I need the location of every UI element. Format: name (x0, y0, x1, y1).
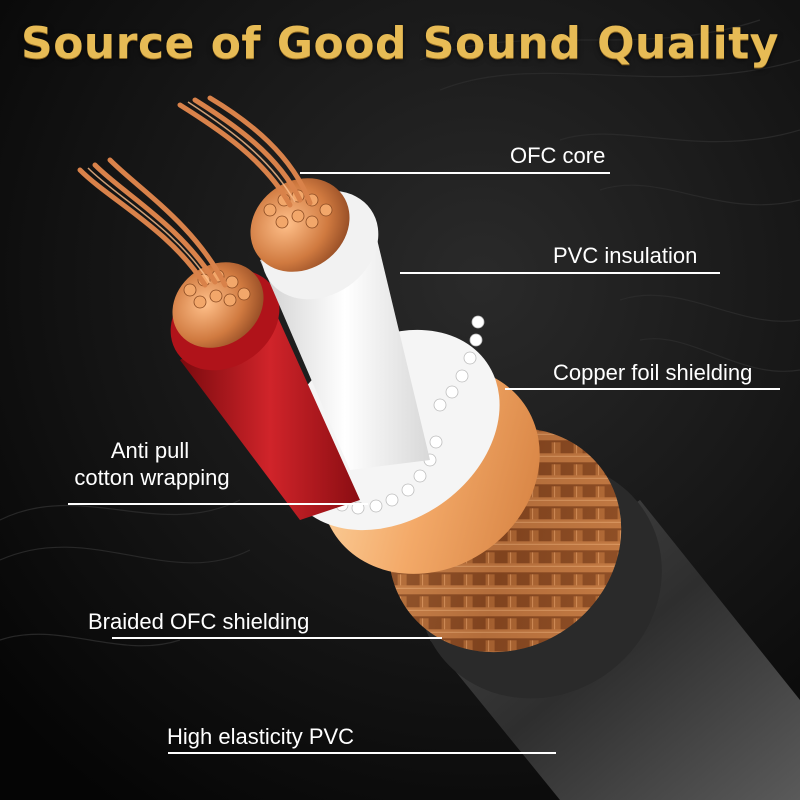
label-anti-pull-line2: cotton wrapping (74, 465, 230, 490)
leader-line-anti-pull (68, 503, 368, 505)
label-pvc-insulation: PVC insulation (553, 243, 698, 268)
label-anti-pull-line1: Anti pull (110, 438, 190, 463)
label-copper-foil-shielding: Copper foil shielding (553, 360, 753, 385)
page-title: Source of Good Sound Quality (21, 18, 779, 69)
leader-line-pvc-insulation (400, 272, 720, 274)
label-ofc-core: OFC core (510, 143, 606, 168)
leader-line-copper-foil (505, 388, 780, 390)
leader-line-high-elasticity-pvc (168, 752, 556, 754)
label-high-elasticity-pvc: High elasticity PVC (167, 724, 355, 749)
leader-line-braided-ofc (112, 637, 442, 639)
leader-line-ofc-core (300, 172, 610, 174)
label-braided-ofc-shielding: Braided OFC shielding (88, 609, 310, 634)
